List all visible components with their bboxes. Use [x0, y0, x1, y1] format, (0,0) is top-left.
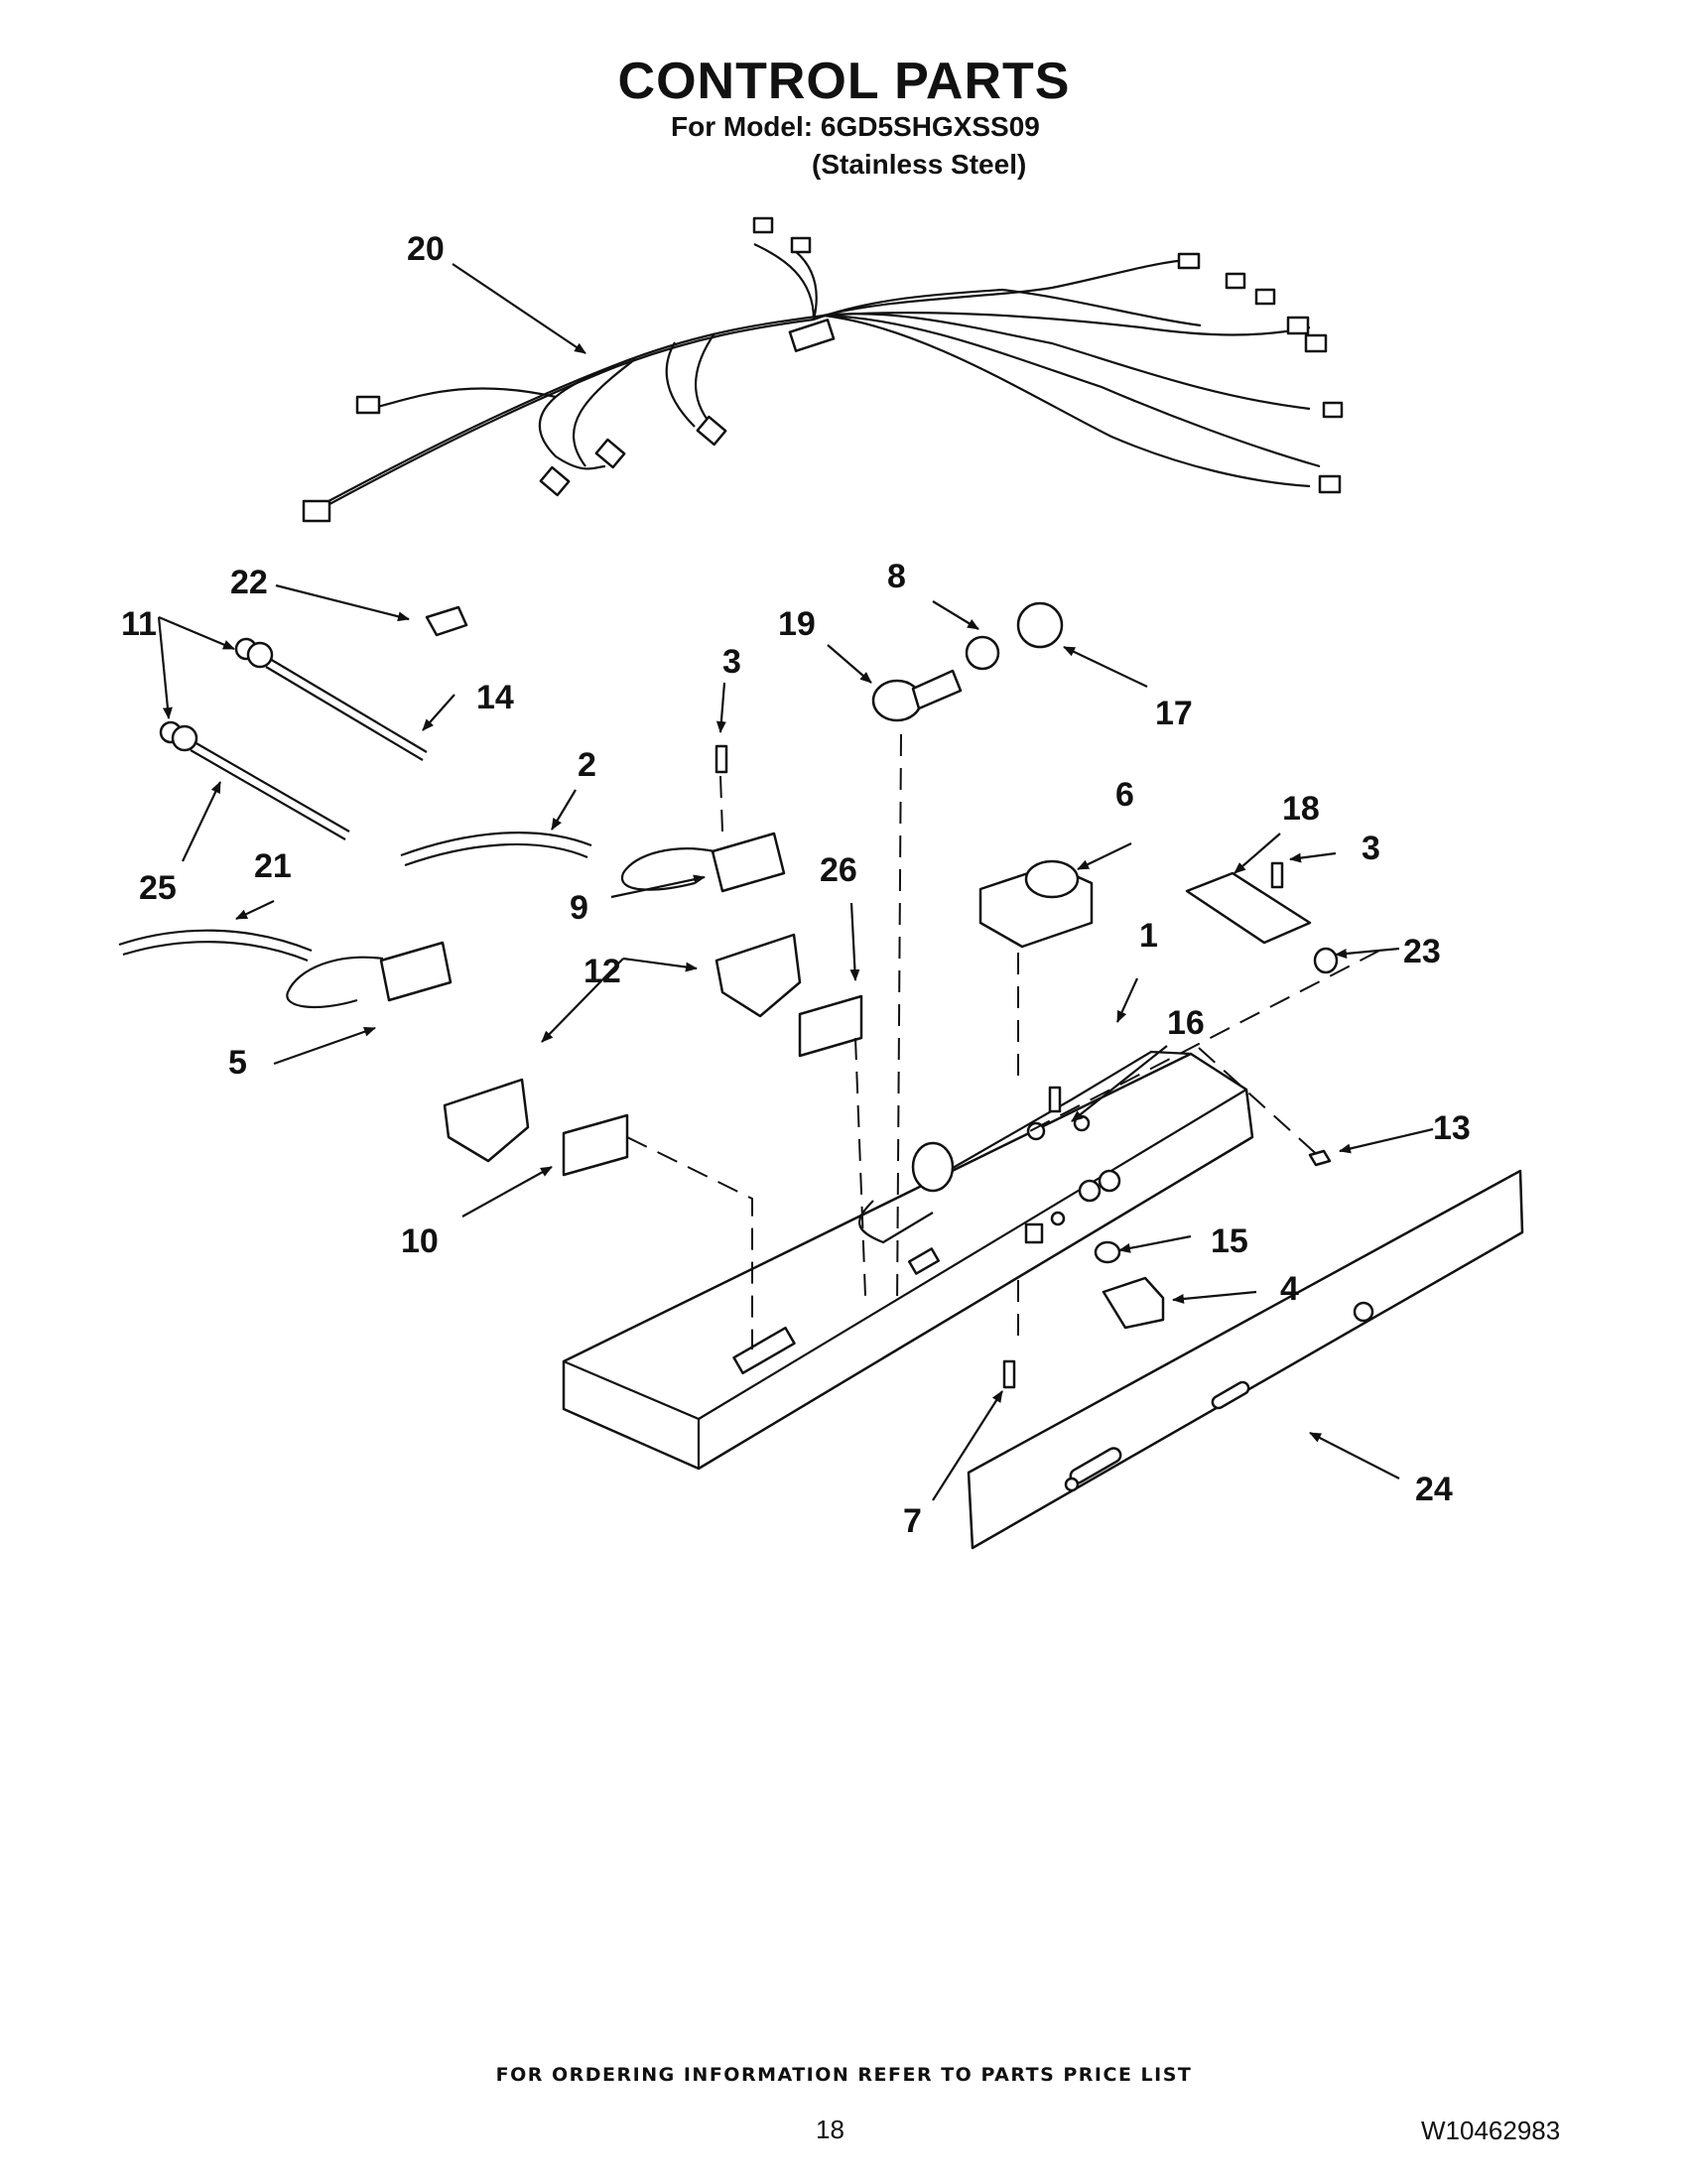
callout-11: 11 [121, 605, 157, 643]
callout-3: 3 [722, 643, 741, 681]
screw-part [1308, 1149, 1332, 1167]
model-line: For Model: 6GD5SHGXSS09 [671, 111, 1040, 142]
screw-part [1002, 1359, 1016, 1389]
callout-21: 21 [254, 847, 292, 885]
control-housing-part [562, 1050, 1254, 1471]
screw-part [1270, 861, 1284, 889]
clip-part [1313, 947, 1339, 974]
callout-7: 7 [903, 1502, 922, 1540]
switch-part [286, 832, 802, 1163]
callout-4: 4 [1280, 1270, 1299, 1308]
callout-18: 18 [1282, 790, 1320, 828]
page-number: 18 [816, 2115, 844, 2144]
control-panel-part [967, 1169, 1524, 1550]
page-title: CONTROL PARTS [617, 53, 1071, 110]
callout-17: 17 [1155, 695, 1193, 732]
callout-23: 23 [1403, 933, 1441, 970]
callout-26: 26 [820, 851, 857, 889]
callout-8: 8 [887, 558, 906, 595]
callout-19: 19 [778, 605, 816, 643]
callout-5: 5 [228, 1044, 247, 1082]
callout-12: 12 [584, 953, 621, 990]
callout-numbers: 1 2 3 3 4 5 6 7 8 9 10 11 12 13 14 15 16… [121, 230, 1471, 1540]
callout-13: 13 [1433, 1109, 1471, 1147]
screw-part [1048, 1086, 1062, 1113]
callout-6: 6 [1115, 776, 1134, 814]
ordering-note: FOR ORDERING INFORMATION REFER TO PARTS … [495, 2064, 1193, 2086]
hose-part [400, 832, 592, 867]
callout-1: 1 [1139, 917, 1158, 955]
label-part [798, 994, 863, 1058]
board-part [1185, 871, 1312, 945]
lamp-assembly-part [871, 601, 1064, 722]
knob-part [1094, 1240, 1121, 1264]
clip-part [425, 605, 468, 637]
hose-part [118, 929, 313, 963]
callout-2: 2 [578, 746, 596, 784]
callout-15: 15 [1211, 1222, 1248, 1260]
leader-lines [157, 263, 1434, 1501]
callout-25: 25 [139, 869, 177, 907]
finish-line: (Stainless Steel) [812, 149, 1027, 180]
timer-dial [1024, 859, 1080, 899]
callout-14: 14 [476, 679, 514, 716]
callout-22: 22 [230, 564, 268, 601]
label-part [562, 1113, 629, 1177]
callout-20: 20 [407, 230, 445, 268]
callout-9: 9 [570, 889, 588, 927]
button-part [1102, 1276, 1165, 1330]
screw-part [714, 744, 728, 774]
tube-fittings-part [159, 637, 428, 840]
callout-3b: 3 [1362, 830, 1380, 867]
callout-16: 16 [1167, 1004, 1205, 1042]
callout-24: 24 [1415, 1471, 1453, 1508]
callout-10: 10 [401, 1222, 439, 1260]
wire-harness-part [302, 216, 1344, 523]
document-id: W10462983 [1421, 2116, 1561, 2145]
